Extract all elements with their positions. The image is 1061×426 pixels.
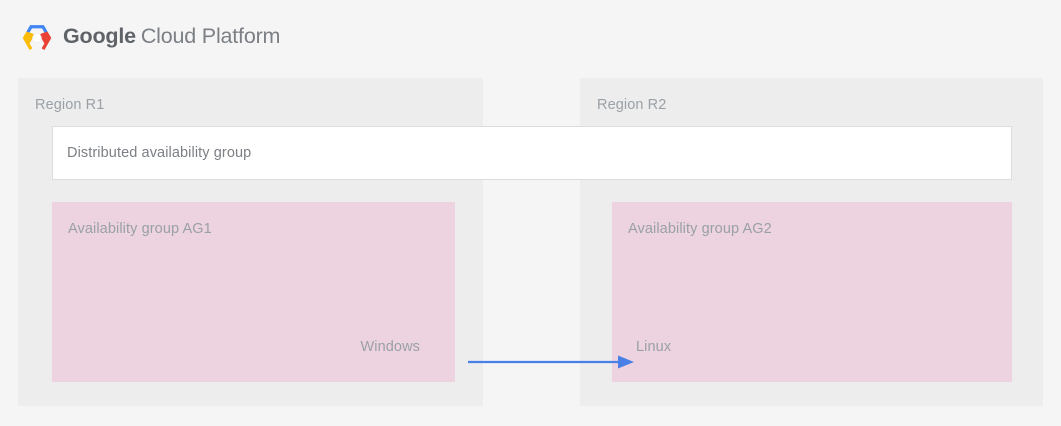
availability-group-ag1-os: Windows xyxy=(360,339,420,355)
distributed-availability-group-label: Distributed availability group xyxy=(67,145,252,161)
brand-word-cloud-platform: Cloud Platform xyxy=(140,24,281,49)
availability-group-ag2: Availability group AG2 Linux xyxy=(612,202,1012,382)
availability-group-ag1: Availability group AG1 Windows xyxy=(52,202,455,382)
architecture-diagram: Region R1 Region R2 Distributed availabi… xyxy=(18,70,1043,412)
brand-word-google: Google xyxy=(63,24,136,49)
replication-arrow-icon xyxy=(468,355,634,369)
availability-group-ag2-os: Linux xyxy=(636,339,672,355)
google-cloud-hexagon-logo-icon xyxy=(22,25,52,50)
availability-group-ag2-title: Availability group AG2 xyxy=(628,221,772,237)
distributed-availability-group-box: Distributed availability group xyxy=(52,126,1012,180)
availability-group-ag1-title: Availability group AG1 xyxy=(68,221,212,237)
region-title-r1: Region R1 xyxy=(35,97,105,113)
region-title-r2: Region R2 xyxy=(597,97,667,113)
